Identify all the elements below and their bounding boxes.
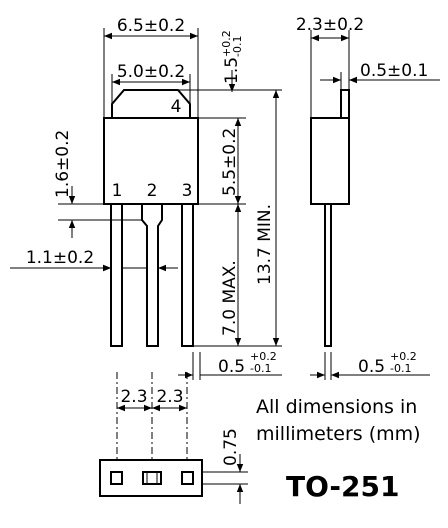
dim-side-thickness-label: 2.3±0.2 <box>296 15 364 35</box>
side-lead <box>324 203 332 347</box>
dim-body-width-label: 6.5±0.2 <box>117 16 185 36</box>
dim-tab-width: 5.0±0.2 <box>111 62 191 104</box>
dim-side-thickness: 2.3±0.2 <box>296 15 364 118</box>
footprint-pad-1 <box>110 471 123 485</box>
side-tab <box>340 89 350 119</box>
dim-tab-width-label: 5.0±0.2 <box>117 62 185 82</box>
pin-2-label: 2 <box>147 181 158 201</box>
dim-tab-height-tol-upper: +0.2 <box>220 30 233 57</box>
note-line-1: All dimensions in <box>256 396 417 418</box>
dim-footprint-height: 0.75 <box>202 428 248 504</box>
side-body <box>310 117 350 205</box>
dim-side-lead: 0.5 +0.2 -0.1 <box>310 350 430 380</box>
dim-total-height: 13.7 MIN. <box>190 89 282 347</box>
dim-tab-height-label: 1.5 <box>222 57 242 84</box>
dim-side-lead-label: 0.5 <box>358 357 385 377</box>
dim-lead-length: 7.0 MAX. <box>193 204 246 347</box>
dim-side-lead-tol-lower: -0.1 <box>390 362 411 375</box>
dim-footprint-height-label: 0.75 <box>221 428 241 466</box>
footprint-pad-2 <box>142 471 162 485</box>
footprint-pad-3 <box>181 471 194 485</box>
pin-4-label: 4 <box>171 97 182 117</box>
dim-pitch-left-label: 2.3 <box>120 387 147 407</box>
dim-lead-stub-label: 1.6±0.2 <box>53 130 73 198</box>
dim-tab-height: 1.5 +0.2 -0.1 <box>178 30 244 92</box>
dim-lead-width: 1.1±0.2 <box>10 248 178 272</box>
lead-3 <box>181 203 194 347</box>
package-title: TO-251 <box>286 470 400 503</box>
dim-tab-height-tol-lower: -0.1 <box>231 36 244 57</box>
dim-side-lead-tol-upper: +0.2 <box>390 350 417 363</box>
dim-total-height-label: 13.7 MIN. <box>255 204 275 285</box>
dim-lead-thickness-label: 0.5 <box>218 357 245 377</box>
pin-3-label: 3 <box>182 181 193 201</box>
front-view: 1 2 3 4 <box>103 89 199 470</box>
dim-lead-thickness-tol-lower: -0.1 <box>250 362 271 375</box>
dim-lead-stub: 1.6±0.2 <box>53 130 142 238</box>
pin-1-label: 1 <box>112 181 123 201</box>
dim-body-width: 6.5±0.2 <box>103 16 199 118</box>
footprint <box>99 459 203 497</box>
dim-pitch: 2.3 2.3 <box>117 387 187 412</box>
lead-2 <box>141 203 163 347</box>
dim-body-height: 5.5±0.2 <box>198 117 246 205</box>
dim-lead-thickness: 0.5 +0.2 -0.1 <box>178 350 282 380</box>
lead-1 <box>110 203 123 347</box>
front-body-outline <box>103 117 199 205</box>
note-line-2: millimeters (mm) <box>256 423 421 445</box>
dim-pitch-right-label: 2.3 <box>156 387 183 407</box>
dim-lead-thickness-tol-upper: +0.2 <box>250 350 277 363</box>
dim-lead-width-label: 1.1±0.2 <box>26 248 94 268</box>
dim-body-height-label: 5.5±0.2 <box>220 128 240 196</box>
dim-tab-thickness-label: 0.5±0.1 <box>360 61 428 81</box>
side-view <box>310 89 350 347</box>
dim-lead-length-label: 7.0 MAX. <box>220 260 240 336</box>
dim-tab-thickness: 0.5±0.1 <box>320 61 440 90</box>
